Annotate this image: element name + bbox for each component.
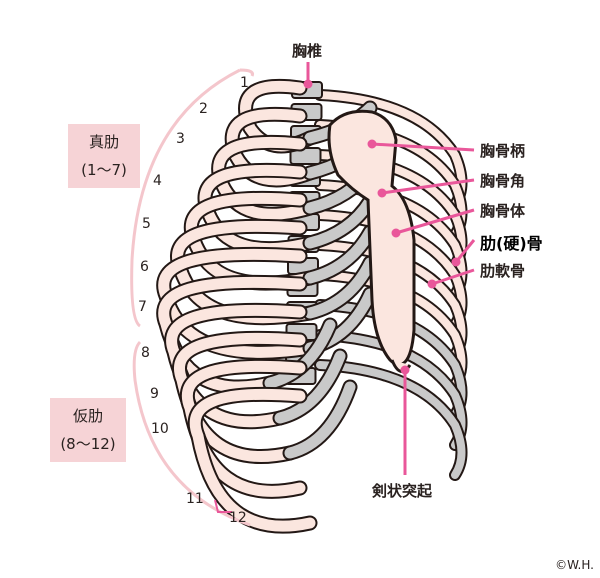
rib-number: 3 <box>176 131 185 147</box>
rib-8 <box>158 276 306 393</box>
rib-number: 5 <box>142 216 151 232</box>
label-xiphoid: 剣状突起 <box>372 482 433 500</box>
label-sternum-body: 胸骨体 <box>480 202 526 220</box>
costal-cartilage <box>304 257 376 319</box>
rib-10 <box>174 332 306 462</box>
rib-number: 4 <box>153 173 162 189</box>
rib-number: 1 <box>240 75 249 91</box>
true-ribs-label: 真肋 (1〜7) <box>68 124 140 188</box>
false-ribs-title: 仮肋 <box>72 407 103 425</box>
rib-right <box>316 361 466 479</box>
label-sternal-angle: 胸骨角 <box>480 172 526 190</box>
leader-manubrium <box>371 142 475 152</box>
leader-sternum-body <box>395 208 475 235</box>
costal-cartilage <box>284 381 356 459</box>
label-rib-bone: 肋(硬)骨 <box>480 234 543 253</box>
rib-11 <box>181 360 306 497</box>
costal-cartilage <box>304 226 376 284</box>
costal-cartilage <box>304 195 376 249</box>
rib-number: 9 <box>150 386 159 402</box>
false-ribs-bracket <box>132 340 251 527</box>
leader-costal-cartilage <box>431 268 475 286</box>
rib-number: 7 <box>138 299 147 315</box>
leader-sternal-angle <box>381 178 475 195</box>
label-costal-cartilage: 肋軟骨 <box>480 262 526 280</box>
leader-rib-bone <box>454 239 476 263</box>
rib-9 <box>166 304 306 428</box>
false-ribs-range: (8〜12) <box>60 435 116 453</box>
rib-number: 2 <box>199 101 208 117</box>
label-manubrium: 胸骨柄 <box>480 142 526 160</box>
rib-number: 8 <box>141 345 150 361</box>
true-ribs-bracket <box>130 68 254 328</box>
sternum <box>327 109 416 367</box>
rib-12 <box>189 388 316 532</box>
ribs-11-12-bracket <box>214 499 232 513</box>
rib-2 <box>226 108 316 186</box>
rib-number: 11 <box>186 491 204 507</box>
copyright: ©W.H. <box>555 558 594 572</box>
rib-number: 10 <box>151 421 169 437</box>
rib-number: 12 <box>229 510 247 526</box>
costal-cartilage <box>274 350 346 424</box>
true-ribs-range: (1〜7) <box>81 161 127 179</box>
label-thoracic-vertebra: 胸椎 <box>292 42 323 60</box>
false-ribs-label: 仮肋 (8〜12) <box>50 398 126 462</box>
rib-number: 6 <box>140 259 149 275</box>
true-ribs-title: 真肋 <box>88 133 119 151</box>
